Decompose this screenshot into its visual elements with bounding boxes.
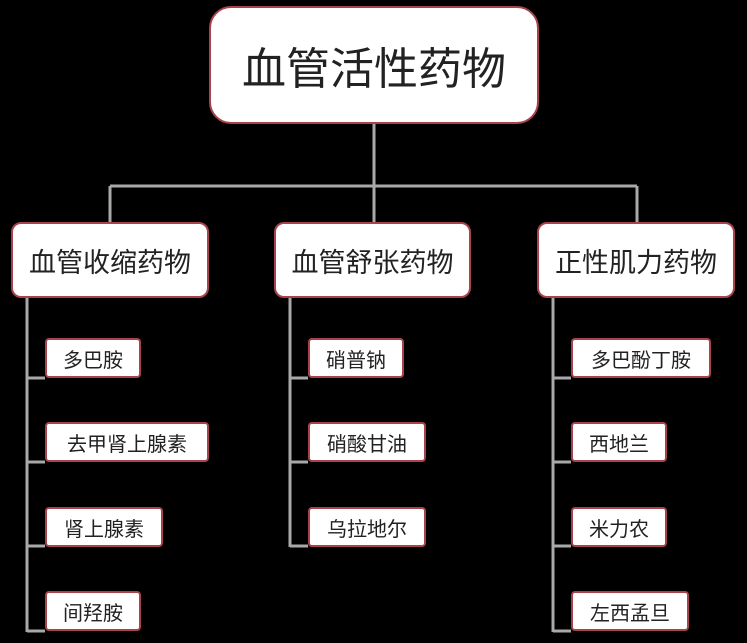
root-node: 血管活性药物	[209, 6, 539, 124]
drug-nitroglycerin: 硝酸甘油	[308, 422, 426, 462]
drug-cedilanid: 西地兰	[571, 422, 667, 462]
drug-epinephrine: 肾上腺素	[45, 507, 163, 547]
drug-metaraminol: 间羟胺	[45, 591, 141, 631]
drug-dobutamine: 多巴酚丁胺	[571, 338, 711, 378]
drug-milrinone: 米力农	[571, 507, 667, 547]
category-vasoconstrictor: 血管收缩药物	[11, 222, 209, 298]
category-inotrope: 正性肌力药物	[537, 222, 735, 298]
category-vasodilator: 血管舒张药物	[274, 222, 471, 298]
drug-norepinephrine: 去甲肾上腺素	[45, 422, 209, 462]
drug-levosimendan: 左西孟旦	[571, 591, 689, 631]
drug-nitroprusside: 硝普钠	[308, 338, 404, 378]
drug-dopamine: 多巴胺	[45, 338, 141, 378]
drug-urapidil: 乌拉地尔	[308, 507, 426, 547]
